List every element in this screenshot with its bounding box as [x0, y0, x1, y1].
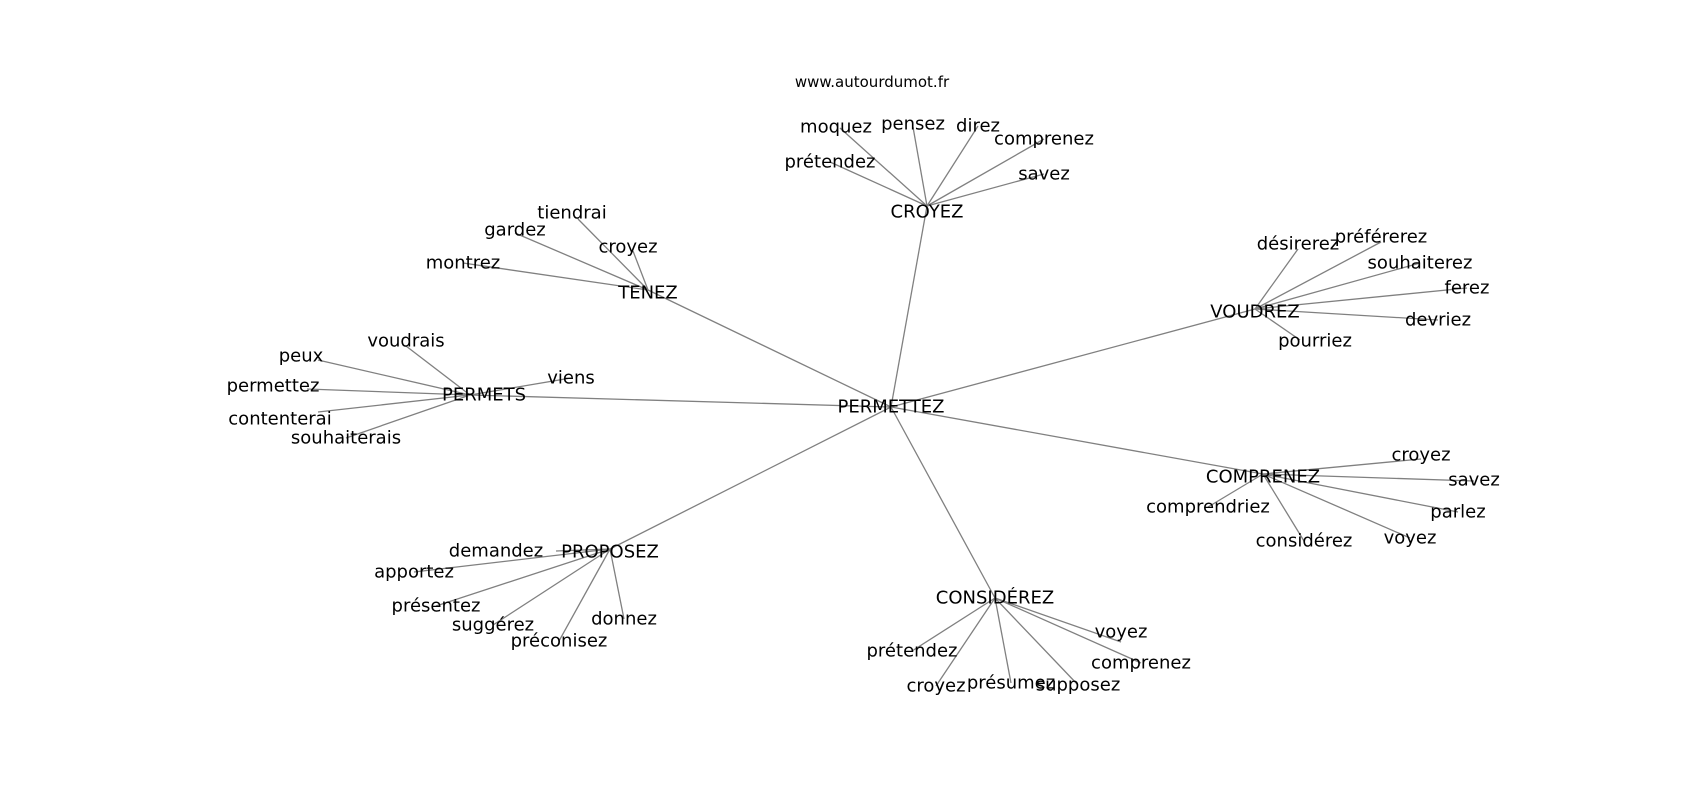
edge-0-3: [926, 138, 1045, 207]
edge-2-5: [1254, 308, 1301, 341]
edge-3-2: [306, 388, 471, 396]
node-leaf-6-3[interactable]: croyez: [906, 676, 965, 697]
node-leaf-3-5[interactable]: souhaiterais: [291, 428, 401, 449]
edge-1-0: [577, 218, 649, 291]
node-leaf-6-5[interactable]: supposez: [1036, 675, 1121, 696]
edge-0-1: [912, 126, 928, 207]
node-leaf-4-4[interactable]: considérez: [1256, 531, 1353, 552]
edge-4-1: [1262, 473, 1475, 482]
node-leaf-5-2[interactable]: présentez: [392, 596, 481, 617]
node-leaf-1-3[interactable]: montrez: [426, 253, 501, 274]
edge-6-0: [994, 597, 1122, 643]
edge-0-0: [839, 127, 928, 207]
edge-0-2: [926, 125, 979, 207]
node-leaf-2-2[interactable]: souhaiterez: [1368, 253, 1473, 274]
node-leaf-6-2[interactable]: comprenez: [1091, 653, 1191, 674]
node-leaf-4-3[interactable]: parlez: [1430, 502, 1485, 523]
node-leaf-0-0[interactable]: moquez: [800, 117, 872, 138]
node-group-6[interactable]: CONSIDÉREZ: [936, 587, 1054, 609]
node-leaf-4-5[interactable]: voyez: [1384, 528, 1437, 549]
edge-center-to-4: [890, 406, 1264, 475]
edge-5-5: [558, 548, 611, 642]
node-leaf-2-1[interactable]: préférerez: [1335, 227, 1428, 248]
edge-5-2: [435, 548, 611, 607]
node-leaf-5-0[interactable]: demandez: [449, 541, 543, 562]
edge-3-4: [317, 394, 471, 413]
edge-4-5: [1262, 473, 1411, 539]
node-group-5[interactable]: PROPOSEZ: [561, 542, 659, 563]
node-leaf-2-4[interactable]: devriez: [1405, 310, 1471, 331]
node-leaf-1-0[interactable]: tiendrai: [537, 203, 606, 224]
node-leaf-5-3[interactable]: suggérez: [452, 615, 534, 636]
node-leaf-6-4[interactable]: présumez: [967, 673, 1055, 694]
edge-center-to-3: [469, 394, 892, 408]
edge-3-5: [345, 394, 471, 439]
node-group-1[interactable]: TENEZ: [617, 283, 678, 304]
node-group-2[interactable]: VOUDREZ: [1210, 302, 1299, 323]
node-leaf-4-1[interactable]: savez: [1448, 470, 1500, 491]
node-leaf-0-4[interactable]: prétendez: [785, 152, 876, 173]
node-group-3[interactable]: PERMETS: [442, 385, 526, 406]
node-leaf-3-1[interactable]: peux: [279, 346, 324, 367]
node-leaf-1-1[interactable]: gardez: [484, 220, 546, 241]
edges-layer: [306, 125, 1475, 687]
edge-1-1: [514, 232, 649, 291]
node-leaf-6-0[interactable]: voyez: [1095, 622, 1148, 643]
node-leaf-3-3[interactable]: viens: [547, 368, 595, 389]
node-leaf-0-3[interactable]: comprenez: [994, 129, 1094, 150]
edge-2-3: [1254, 287, 1468, 310]
source-url: www.autourdumot.fr: [795, 73, 950, 91]
edge-5-3: [492, 548, 611, 626]
edge-0-4: [829, 161, 928, 207]
labels-layer: www.autourdumot.fr PERMETTEZ CROYEZ moque…: [227, 73, 1500, 697]
node-leaf-4-2[interactable]: comprendriez: [1146, 497, 1270, 518]
node-leaf-0-2[interactable]: direz: [956, 116, 1000, 137]
edge-5-0: [555, 548, 611, 552]
edge-center-to-2: [890, 308, 1256, 408]
edge-6-5: [994, 597, 1079, 686]
node-leaf-2-5[interactable]: pourriez: [1278, 331, 1352, 352]
node-leaf-5-1[interactable]: apportez: [374, 562, 454, 583]
node-leaf-2-3[interactable]: ferez: [1445, 278, 1490, 299]
edge-3-1: [317, 359, 471, 396]
edge-3-0: [405, 345, 471, 396]
edge-3-3: [469, 377, 572, 396]
edge-center-to-6: [890, 406, 996, 599]
node-leaf-3-2[interactable]: permettez: [227, 376, 320, 397]
edge-6-1: [911, 597, 996, 652]
node-leaf-0-1[interactable]: pensez: [881, 114, 945, 135]
node-leaf-3-0[interactable]: voudrais: [367, 331, 444, 352]
edge-0-5: [926, 173, 1045, 207]
edge-2-1: [1254, 241, 1382, 310]
node-center[interactable]: PERMETTEZ: [837, 397, 944, 418]
node-group-0[interactable]: CROYEZ: [891, 202, 964, 223]
node-leaf-6-1[interactable]: prétendez: [867, 641, 958, 662]
node-leaf-4-0[interactable]: croyez: [1391, 445, 1450, 466]
edge-4-3: [1262, 473, 1459, 513]
edge-1-2: [632, 250, 649, 291]
node-group-4[interactable]: COMPRENEZ: [1206, 467, 1320, 488]
node-leaf-2-0[interactable]: désirerez: [1257, 234, 1340, 255]
edge-center-to-1: [647, 289, 892, 408]
edge-2-2: [1254, 262, 1421, 310]
edge-5-4: [609, 548, 625, 620]
edge-4-0: [1262, 458, 1422, 475]
node-leaf-5-5[interactable]: préconisez: [511, 631, 608, 652]
edge-center-to-0: [890, 205, 928, 408]
node-leaf-5-4[interactable]: donnez: [591, 609, 657, 630]
node-leaf-0-5[interactable]: savez: [1018, 164, 1070, 185]
edge-6-2: [994, 597, 1142, 664]
edge-6-3: [935, 597, 996, 687]
edge-6-4: [994, 597, 1012, 684]
edge-4-4: [1262, 473, 1305, 542]
edge-1-3: [462, 262, 649, 291]
edge-5-1: [413, 548, 611, 573]
node-leaf-1-2[interactable]: croyez: [598, 237, 657, 258]
edge-2-0: [1254, 248, 1299, 310]
node-leaf-3-4[interactable]: contenterai: [228, 409, 331, 430]
edge-center-to-5: [609, 406, 892, 550]
edge-4-2: [1207, 473, 1264, 508]
edge-2-4: [1254, 308, 1439, 321]
